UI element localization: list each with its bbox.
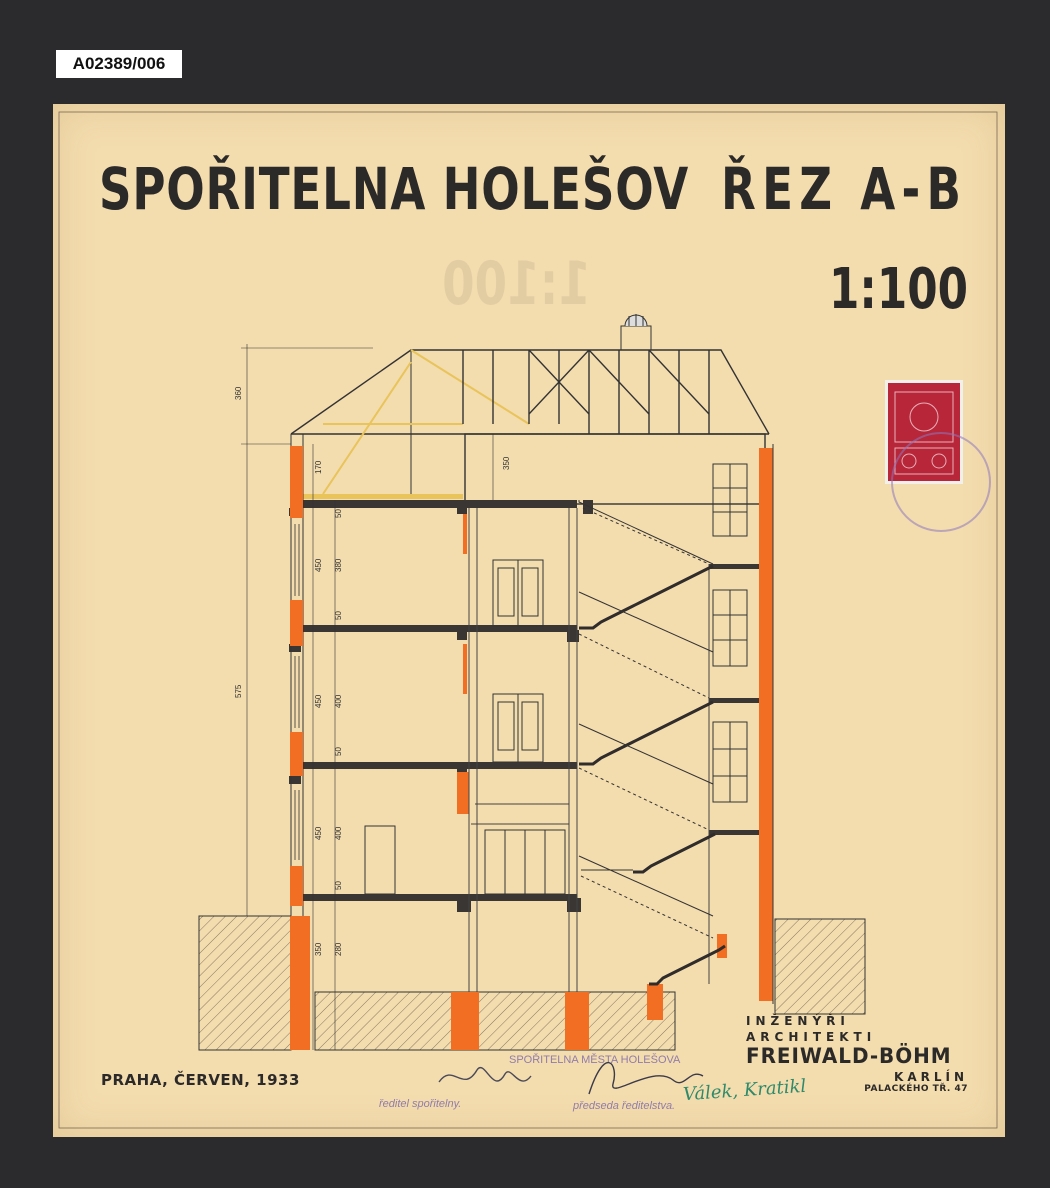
svg-text:450: 450 [314,826,323,840]
svg-text:450: 450 [314,558,323,572]
stair-windows [712,463,748,803]
drawing-sheet: 1:100 [53,104,1005,1137]
basement-ground [314,991,676,1051]
drawing-title: SPOŘITELNA HOLEŠOV [99,155,690,223]
archive-id-label: A02389/006 [56,50,182,78]
svg-text:575: 575 [234,684,243,698]
firm-name: FREIWALD-BÖHM [746,1044,952,1068]
firm-line-engineers: INŽENÝŘI [746,1014,850,1028]
svg-text:400: 400 [334,826,343,840]
attic-floor [303,494,463,499]
drawing-scale: 1:100 [829,257,969,322]
svg-text:450: 450 [314,694,323,708]
doors [364,559,566,895]
svg-text:50: 50 [334,881,343,890]
firm-line-architects: ARCHITEKTI [746,1030,877,1044]
svg-text:350: 350 [314,942,323,956]
dimension-labels: 360 170 575 350 450 450 450 350 380 400 … [234,386,511,956]
svg-text:50: 50 [334,747,343,756]
svg-text:50: 50 [334,611,343,620]
svg-text:350: 350 [502,456,511,470]
svg-text:380: 380 [334,558,343,572]
firm-address: PALACKÉHO TŘ. 47 [864,1084,968,1094]
svg-text:170: 170 [314,460,323,474]
chairman-stamp: předseda ředitelstva. [573,1100,676,1112]
svg-text:280: 280 [334,942,343,956]
round-seal-stamp [891,432,991,532]
svg-text:50: 50 [334,509,343,518]
ground-right [774,918,866,1015]
institution-stamp: SPOŘITELNA MĚSTA HOLEŠOVA [509,1054,681,1066]
staircase [578,500,726,986]
place-date: PRAHA, ČERVEN, 1933 [101,1071,300,1089]
director-stamp: ředitel spořitelny. [379,1098,462,1110]
svg-text:400: 400 [334,694,343,708]
ground-left [198,915,292,1051]
floor-slabs [289,500,765,912]
svg-text:360: 360 [234,386,243,400]
facade-windows [294,524,300,860]
section-title: ŘEZ A-B [721,155,968,223]
sheet-border [58,111,998,1129]
roof-truss [290,349,770,495]
orange-wall-sections [290,446,773,1050]
firm-city: KARLÍN [894,1070,968,1084]
dimension-lines [241,344,494,1050]
architect-firm-block: INŽENÝŘI ARCHITEKTI FREIWALD-BÖHM KARLÍN… [746,1014,968,1094]
roof-ventilator [620,314,652,351]
